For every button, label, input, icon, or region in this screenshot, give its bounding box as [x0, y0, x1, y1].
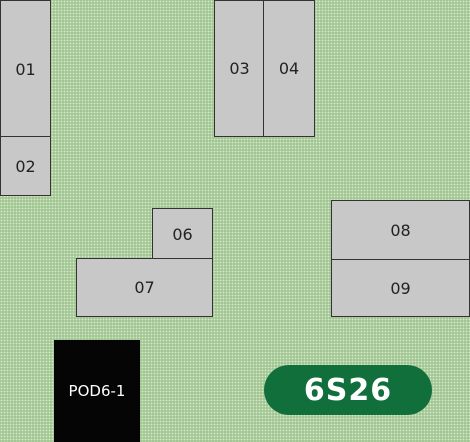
unit-03-label: 03: [229, 59, 250, 78]
unit-09-label: 09: [390, 278, 411, 298]
pod-block[interactable]: POD6-1: [54, 340, 140, 442]
unit-07-label: 07: [134, 278, 155, 297]
unit-08-label: 08: [390, 221, 411, 240]
unit-01[interactable]: 01: [0, 0, 51, 138]
unit-04-label: 04: [278, 59, 300, 78]
zone-badge: 6S26: [264, 365, 432, 415]
unit-08[interactable]: 08: [331, 200, 470, 261]
unit-04[interactable]: 04: [263, 0, 315, 137]
unit-06[interactable]: 06: [152, 208, 213, 260]
zone-badge-label: 6S26: [303, 372, 393, 408]
pod-label: POD6-1: [68, 382, 126, 400]
unit-01-label: 01: [15, 59, 36, 79]
unit-07[interactable]: 07: [76, 258, 213, 317]
unit-06-label: 06: [172, 224, 193, 244]
unit-02[interactable]: 02: [0, 136, 51, 196]
unit-09[interactable]: 09: [331, 259, 470, 317]
unit-02-label: 02: [15, 156, 36, 176]
unit-03[interactable]: 03: [214, 0, 265, 137]
